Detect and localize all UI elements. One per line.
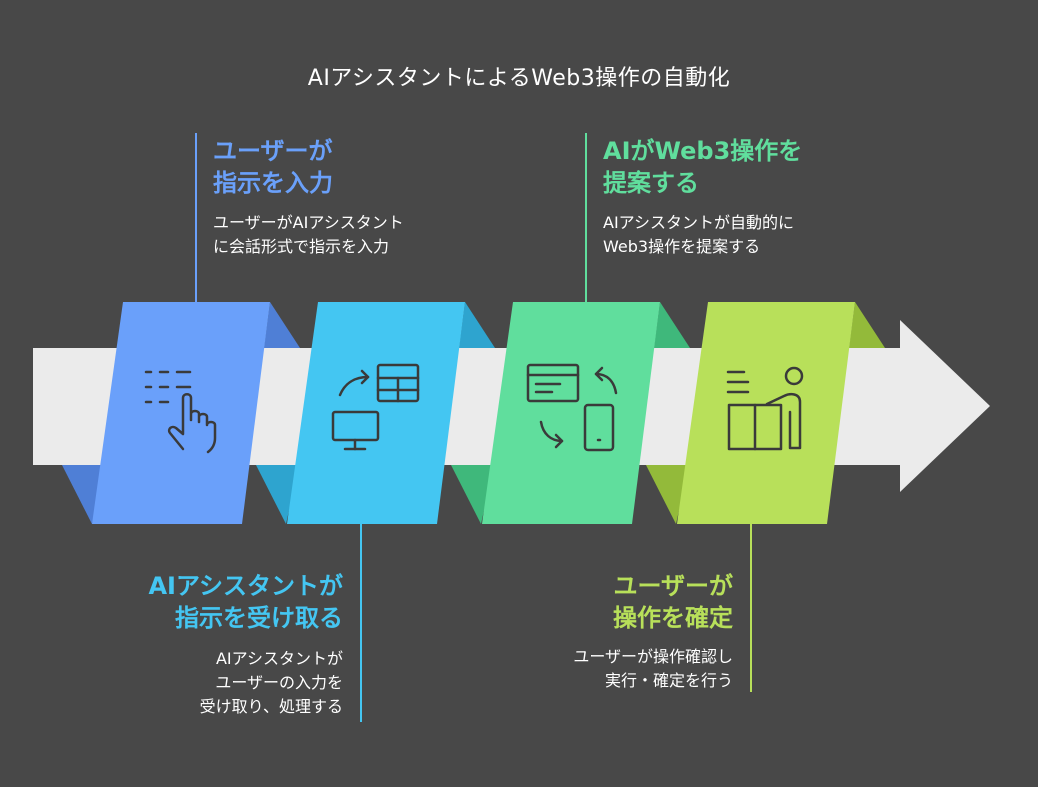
diagram-title: AIアシスタントによるWeb3操作の自動化 [307,66,731,91]
step-3-description: AIアシスタントが自動的に Web3操作を提案する [603,213,795,256]
step-2-description: AIアシスタントが ユーザーの入力を 受け取り、処理する [199,649,343,716]
step-1-description: ユーザーがAIアシスタント に会話形式で指示を入力 [213,213,404,256]
step-4-panel [646,302,885,524]
device-exchange-icon [526,363,618,452]
step-1-heading: ユーザーが 指示を入力 [213,137,333,197]
step-4-description: ユーザーが操作確認し 実行・確定を行う [573,647,733,690]
step-4-heading: ユーザーが 操作を確定 [613,572,733,632]
user-desk-icon [726,366,804,451]
computer-sync-icon [331,363,420,451]
touch-menu-icon [144,370,217,454]
step-1-panel [62,302,300,524]
step-3-panel [451,302,690,524]
step-3-heading: AIがWeb3操作を 提案する [603,137,803,197]
step-2-heading: AIアシスタントが 指示を受け取る [148,572,343,632]
